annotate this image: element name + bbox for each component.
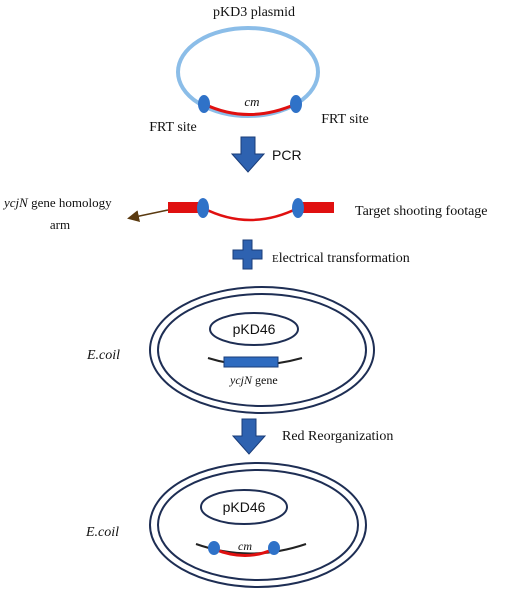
ycjn-gene-label: ycjN gene bbox=[229, 373, 278, 387]
pkd46-label-after: pKD46 bbox=[223, 499, 266, 515]
pcr-product-cm-segment bbox=[202, 206, 299, 222]
transformation-label: Electrical transformation bbox=[272, 251, 410, 266]
pkd46-plasmid-before bbox=[209, 312, 299, 346]
ecoli-after-inner-ring bbox=[157, 469, 359, 581]
frt-site-left-marker bbox=[198, 95, 210, 113]
homology-arm-label-line1: ycjN gene homology bbox=[2, 195, 112, 210]
ecoli-label-after: E.coil bbox=[85, 525, 119, 540]
plasmid-cm-label: cm bbox=[244, 94, 259, 109]
pcr-down-arrow bbox=[230, 136, 266, 173]
pcr-frt-right-marker bbox=[292, 198, 304, 218]
ecoli-cell-inner-ring bbox=[157, 293, 367, 407]
pkd46-label-before: pKD46 bbox=[233, 321, 276, 337]
ecoli-after-outer-ring bbox=[149, 462, 367, 588]
frt-site-right-marker bbox=[290, 95, 302, 113]
target-fragment-label: Target shooting footage bbox=[355, 204, 488, 219]
recombination-down-arrow bbox=[231, 418, 267, 455]
frt-site-right-label: FRT site bbox=[321, 112, 369, 127]
transformation-plus-icon bbox=[232, 239, 263, 270]
frt-site-left-label: FRT site bbox=[149, 120, 197, 135]
integrated-cm-label: cm bbox=[238, 539, 252, 553]
pkd46-plasmid-after bbox=[200, 489, 288, 525]
homology-arm-right bbox=[298, 202, 334, 213]
ycjn-gene-block bbox=[223, 356, 279, 368]
ecoli-label-before: E.coil bbox=[86, 348, 120, 363]
pcr-frt-left-marker bbox=[197, 198, 209, 218]
homology-arm-label-line2: arm bbox=[50, 217, 70, 232]
homology-arm-left bbox=[168, 202, 204, 213]
integrated-frt-right-marker bbox=[268, 541, 280, 555]
homology-arm-pointer bbox=[127, 209, 169, 223]
integrated-frt-left-marker bbox=[208, 541, 220, 555]
pcr-label: PCR bbox=[272, 147, 302, 163]
recombination-label: Red Reorganization bbox=[282, 429, 393, 444]
chromosome-after bbox=[195, 543, 307, 555]
cm-resistance-segment bbox=[203, 102, 297, 116]
ecoli-cell-outer-ring bbox=[149, 286, 375, 414]
plasmid-title: pKD3 plasmid bbox=[213, 5, 295, 20]
